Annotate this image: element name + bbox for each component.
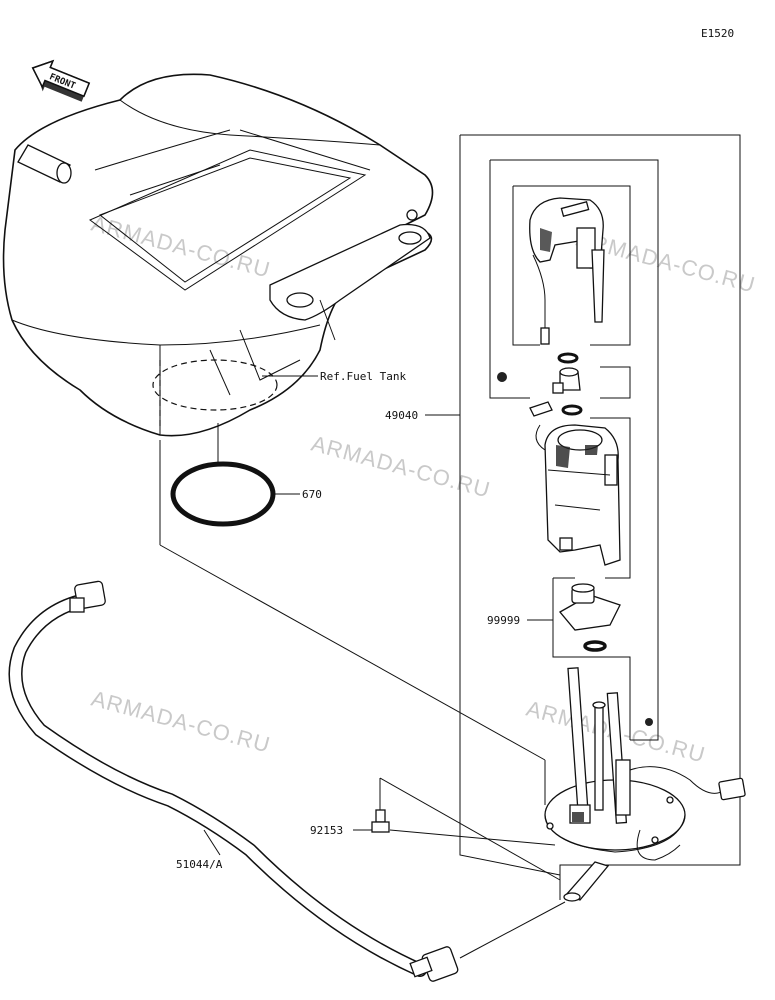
fuel-hose-51044A: 51044/A [8, 580, 459, 982]
watermark-4: ARMADA-CO.RU [89, 686, 274, 758]
ref-fuel-tank-label: Ref.Fuel Tank [320, 370, 406, 383]
front-arrow-icon: FRONT [31, 59, 91, 102]
diagram-code: E1520 [701, 27, 734, 40]
part-label-49040: 49040 [385, 409, 418, 422]
guide-lines [159, 440, 566, 959]
fuel-tank: Ref.Fuel Tank [2, 73, 434, 437]
fuel-filter-99999: 99999 [487, 583, 621, 652]
bolt-92153: 92153 [310, 778, 556, 846]
assembly-frames: 49040 [385, 134, 741, 900]
pump-base-plate [544, 667, 746, 902]
small-fittings [497, 352, 583, 417]
gasket-670: 670 [170, 423, 322, 527]
pump-connector-housing [529, 197, 605, 345]
part-label-51044A: 51044/A [176, 858, 223, 871]
fuel-pump-body [535, 424, 621, 566]
watermark-1: ARMADA-CO.RU [89, 211, 274, 283]
part-label-670: 670 [302, 488, 322, 501]
part-label-99999: 99999 [487, 614, 520, 627]
part-label-92153: 92153 [310, 824, 343, 837]
watermark-3: ARMADA-CO.RU [309, 431, 494, 503]
